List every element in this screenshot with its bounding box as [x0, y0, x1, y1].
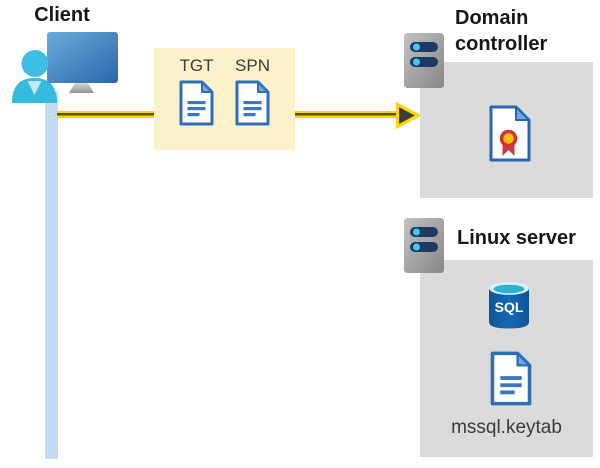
person-icon: [12, 50, 57, 103]
sql-text: SQL: [495, 299, 524, 315]
spn-document-icon: [235, 80, 270, 126]
monitor-icon: [47, 32, 118, 93]
tgt-label: TGT: [179, 56, 214, 75]
ticket-box: TGT SPN: [154, 48, 295, 150]
linux-server-label: Linux server: [457, 227, 576, 249]
spn-ticket: SPN: [235, 56, 270, 150]
domain-controller-label: Domain controller: [455, 7, 548, 55]
keytab-document-icon: [490, 351, 532, 406]
tgt-ticket: TGT: [179, 56, 214, 150]
keytab-filename-label: mssql.keytab: [451, 417, 562, 438]
spn-label: SPN: [235, 56, 270, 75]
tgt-document-icon: [179, 80, 214, 126]
client-timeline-line: [45, 92, 58, 459]
domain-controller-server-icon: [404, 33, 444, 88]
certificate-icon: [489, 105, 531, 162]
client-label: Client: [34, 4, 90, 26]
client-computer-icon: [12, 30, 120, 104]
sql-database-icon: SQL: [489, 282, 529, 329]
linux-server-server-icon: [404, 218, 444, 273]
auth-request-arrow-head-icon: [395, 101, 422, 130]
